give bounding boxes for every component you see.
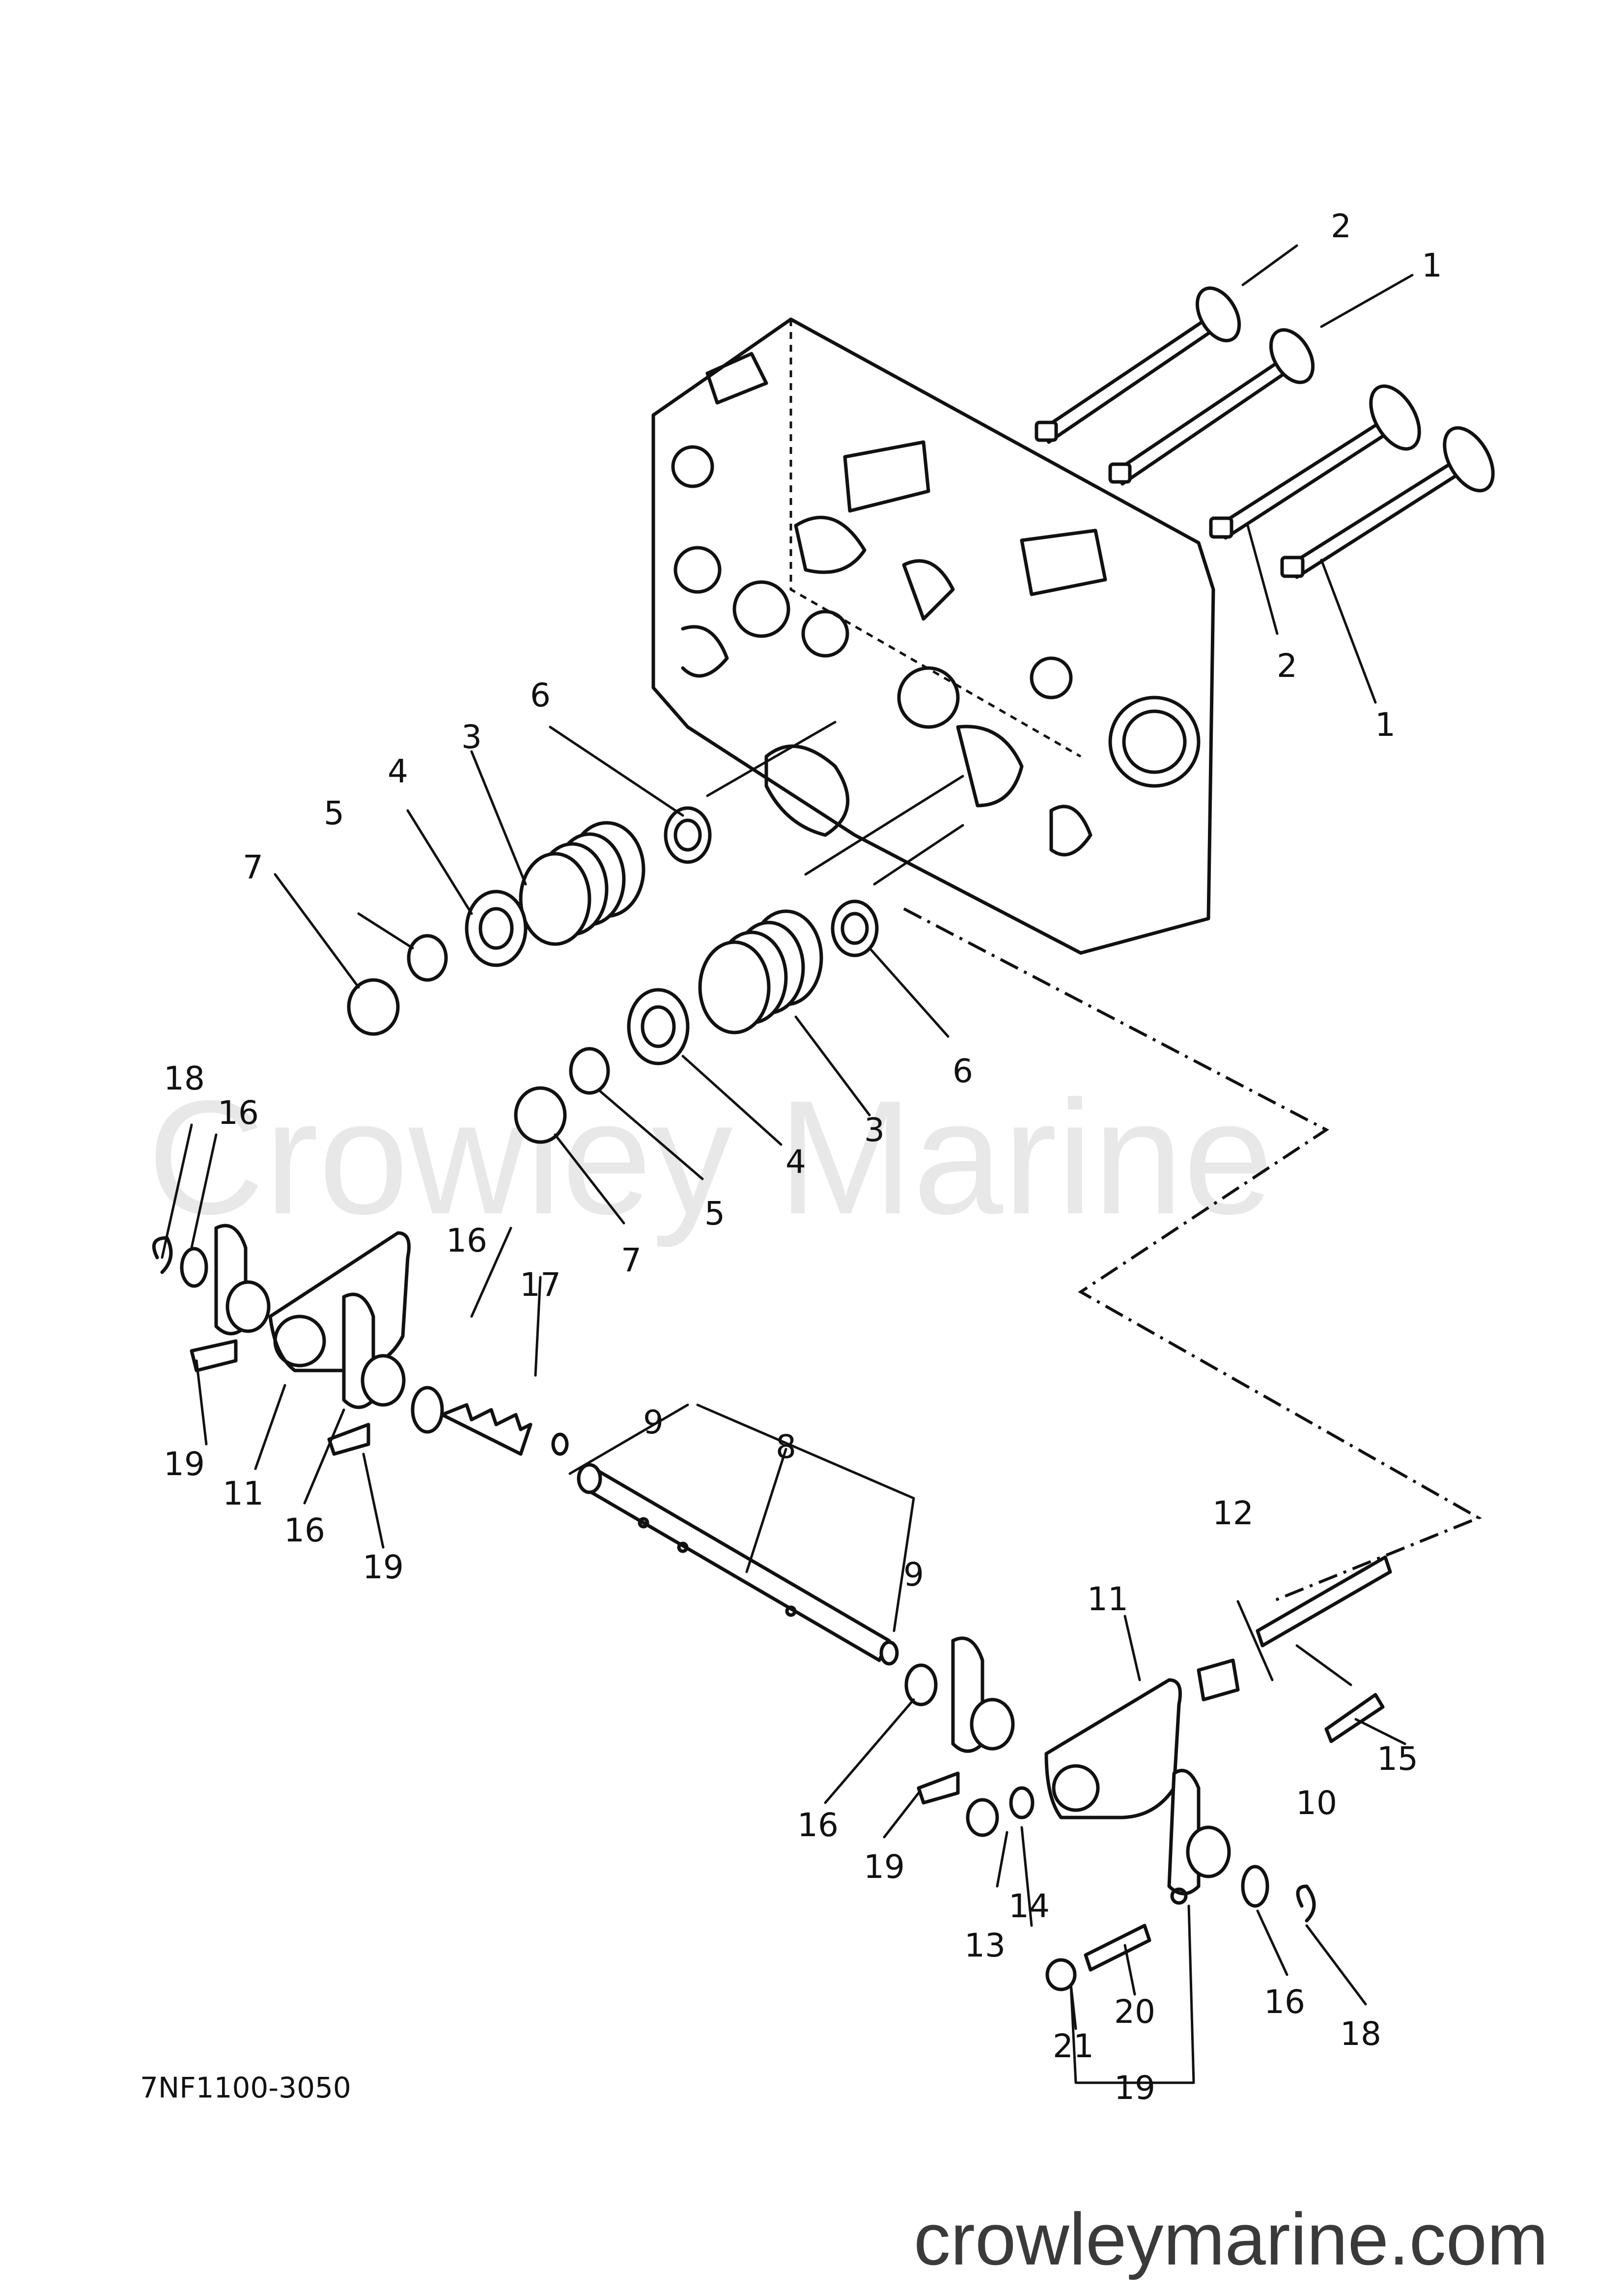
callout-11: 11	[1087, 1580, 1128, 1618]
callout-16: 16	[218, 1094, 259, 1132]
callout-5: 5	[704, 1195, 725, 1232]
callout-6: 6	[530, 676, 551, 714]
callout-15: 15	[1377, 1740, 1418, 1778]
callout-7: 7	[243, 848, 263, 886]
callout-19: 19	[864, 1848, 905, 1886]
callout-5: 5	[324, 794, 344, 832]
callout-19: 19	[363, 1548, 404, 1586]
callout-16: 16	[284, 1511, 325, 1549]
rocker-shaft	[577, 1463, 899, 1666]
callout-1: 1	[1375, 706, 1396, 744]
callout-16: 16	[1264, 1983, 1305, 2021]
callout-13: 13	[964, 1927, 1006, 1964]
watermark-text: Crowley Marine	[147, 1066, 1273, 1249]
callout-21: 21	[1053, 2027, 1094, 2065]
callout-leaders	[161, 244, 1414, 2084]
valves	[1035, 286, 1495, 579]
callout-19: 19	[164, 1445, 205, 1483]
callout-14: 14	[1008, 1887, 1050, 1925]
callout-2: 2	[1277, 647, 1297, 685]
assembly-centerline	[903, 907, 1482, 1603]
callout-1: 1	[1422, 247, 1442, 284]
callout-3: 3	[461, 718, 482, 756]
callout-9: 9	[903, 1556, 924, 1594]
callout-18: 18	[164, 1060, 205, 1097]
callout-12: 12	[1212, 1494, 1254, 1532]
callout-9: 9	[643, 1403, 664, 1441]
callout-7: 7	[621, 1241, 642, 1279]
callout-2: 2	[1331, 207, 1351, 245]
callout-3: 3	[864, 1111, 885, 1149]
callout-19: 19	[1114, 2069, 1155, 2107]
callout-4: 4	[785, 1143, 806, 1181]
callout-labels: 2 1 2 1 6 3 4 5 7 6 3 4 5 7 18 16 16 17 …	[164, 207, 1442, 2107]
callout-11: 11	[223, 1475, 264, 1512]
callout-20: 20	[1114, 1993, 1155, 2031]
callout-8: 8	[776, 1428, 796, 1466]
leader-lines-valve-seats	[706, 721, 964, 886]
cylinder-head	[651, 317, 1215, 955]
drawing-code: 7NF1100-3050	[140, 2071, 351, 2104]
website-text: crowleymarine.com	[914, 2198, 1548, 2280]
rocker-assembly-right	[904, 1555, 1392, 1991]
callout-6: 6	[952, 1052, 973, 1090]
valve-spring-group-lower	[514, 899, 879, 1144]
callout-10: 10	[1296, 1784, 1337, 1822]
callout-18: 18	[1340, 2015, 1381, 2053]
callout-16: 16	[797, 1806, 839, 1844]
callout-16: 16	[446, 1222, 487, 1259]
rocker-assembly-left	[152, 1224, 569, 1456]
callout-4: 4	[388, 753, 408, 790]
callout-17: 17	[520, 1266, 561, 1304]
valve-spring-group-upper	[347, 806, 712, 1036]
